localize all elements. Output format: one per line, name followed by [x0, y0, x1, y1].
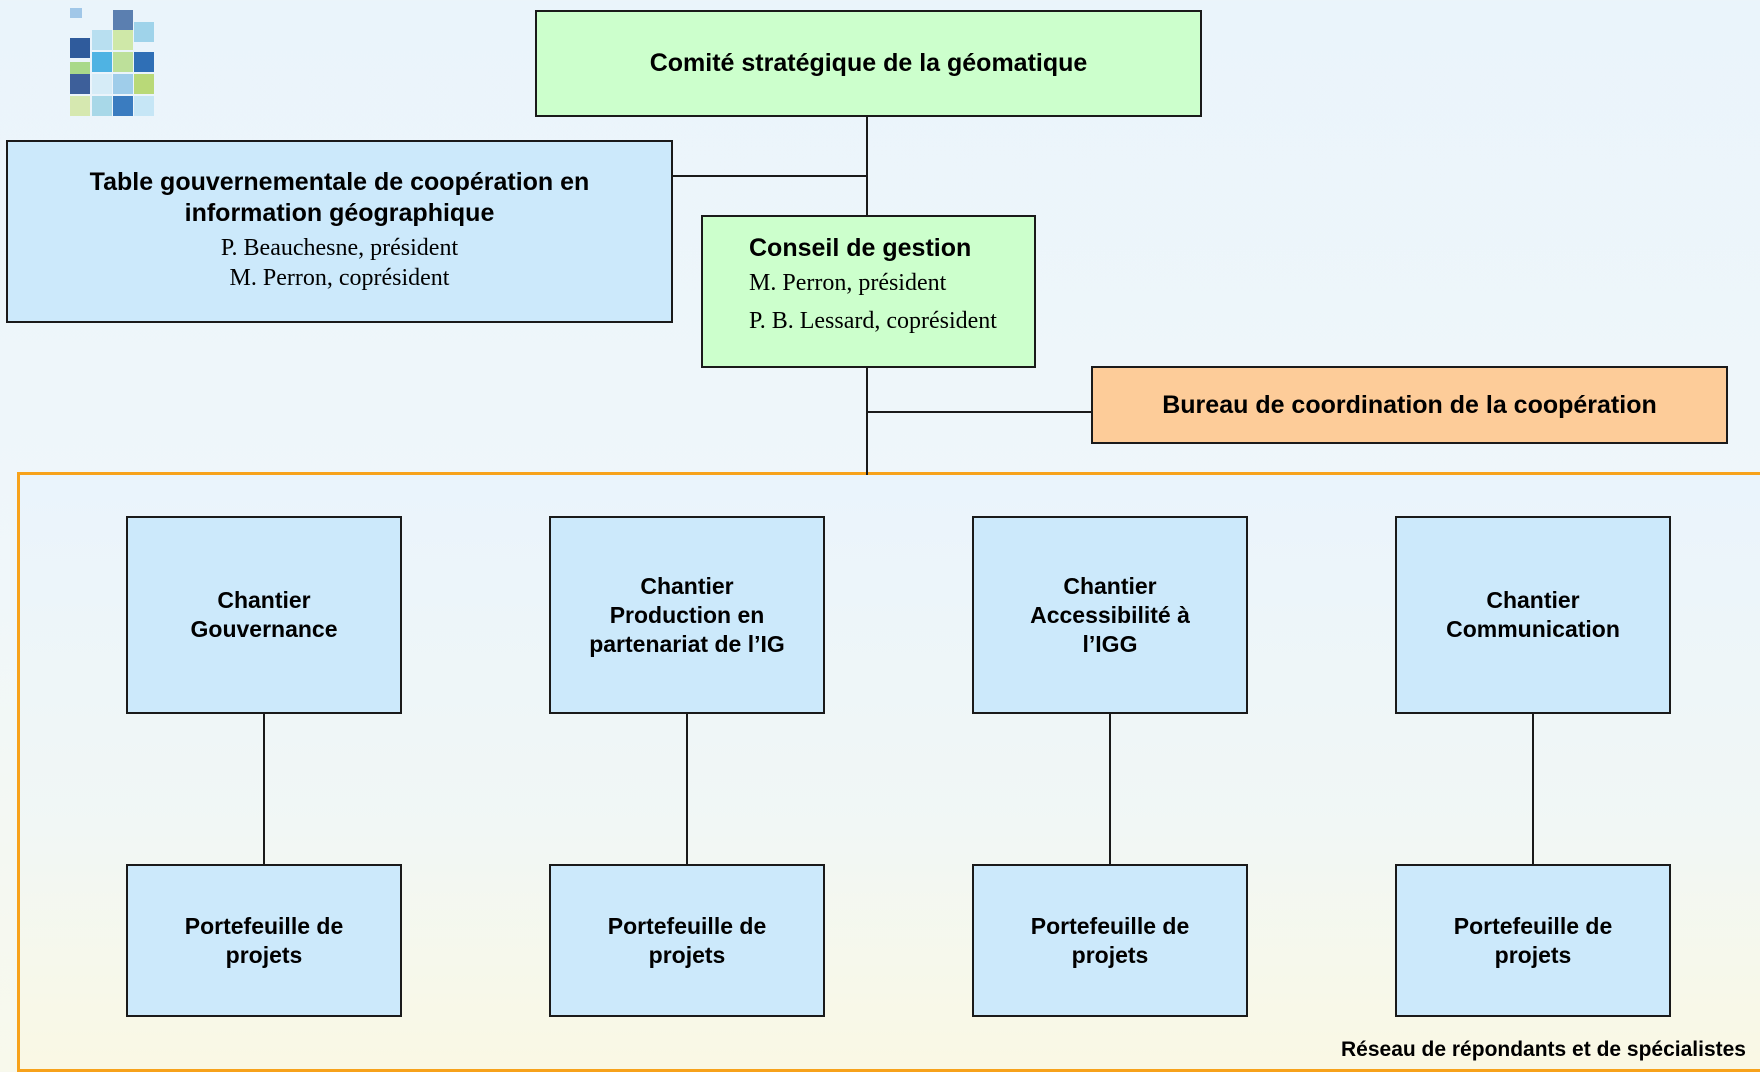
connector-line: [866, 411, 1092, 413]
portfolio-label: Portefeuille de: [1030, 912, 1190, 939]
portfolio-box: Portefeuille de projets: [126, 864, 402, 1017]
connector-line: [672, 175, 867, 177]
management-council-copresident: P. B. Lessard, coprésident: [749, 308, 997, 334]
specialists-network-label: Réseau de répondants et de spécialistes: [1341, 1038, 1746, 1061]
mosaic-logo-icon: [70, 8, 156, 116]
connector-line: [866, 367, 868, 475]
chantier-name: Production en: [609, 601, 765, 628]
government-table-president: P. Beauchesne, président: [220, 234, 459, 261]
chantier-production-box: Chantier Production en partenariat de l’…: [549, 516, 825, 714]
connector-line: [1109, 713, 1111, 865]
chantier-name: Accessibilité à: [1030, 601, 1190, 628]
strategic-committee-title: Comité stratégique de la géomatique: [649, 49, 1088, 77]
government-table-title-line2: information géographique: [184, 198, 495, 227]
chantier-label: Chantier: [640, 572, 734, 599]
connector-line: [1532, 713, 1534, 865]
management-council-box: Conseil de gestion M. Perron, président …: [701, 215, 1036, 368]
portfolio-label: Portefeuille de: [607, 912, 767, 939]
portfolio-label-cont: projets: [648, 941, 726, 968]
portfolio-label-cont: projets: [1494, 941, 1572, 968]
government-table-title-line1: Table gouvernementale de coopération en: [89, 167, 590, 196]
connector-line: [866, 116, 868, 217]
chantier-label: Chantier: [217, 587, 311, 613]
chantier-governance-box: Chantier Gouvernance: [126, 516, 402, 714]
management-council-title: Conseil de gestion: [749, 234, 972, 262]
strategic-committee-box: Comité stratégique de la géomatique: [535, 10, 1202, 117]
chantier-communication-box: Chantier Communication: [1395, 516, 1671, 714]
chantier-name-cont: partenariat de l’IG: [589, 630, 785, 657]
portfolio-label: Portefeuille de: [1453, 912, 1613, 939]
chantier-name-cont: l’IGG: [1082, 630, 1138, 657]
chantier-name: Gouvernance: [190, 616, 338, 642]
portfolio-label-cont: projets: [1071, 941, 1149, 968]
portfolio-box: Portefeuille de projets: [1395, 864, 1671, 1017]
connector-line: [686, 713, 688, 865]
chantier-label: Chantier: [1063, 572, 1157, 599]
portfolio-label-cont: projets: [225, 941, 303, 968]
coordination-bureau-title: Bureau de coordination de la coopération: [1162, 390, 1657, 419]
chantier-label: Chantier: [1486, 587, 1580, 613]
management-council-president: M. Perron, président: [749, 270, 947, 296]
chantier-name: Communication: [1446, 616, 1620, 642]
connector-line: [263, 713, 265, 865]
chantier-accessibility-box: Chantier Accessibilité à l’IGG: [972, 516, 1248, 714]
government-table-box: Table gouvernementale de coopération en …: [6, 140, 673, 323]
portfolio-box: Portefeuille de projets: [549, 864, 825, 1017]
portfolio-label: Portefeuille de: [184, 912, 344, 939]
government-table-copresident: M. Perron, coprésident: [229, 264, 450, 291]
portfolio-box: Portefeuille de projets: [972, 864, 1248, 1017]
coordination-bureau-box: Bureau de coordination de la coopération: [1091, 366, 1728, 444]
